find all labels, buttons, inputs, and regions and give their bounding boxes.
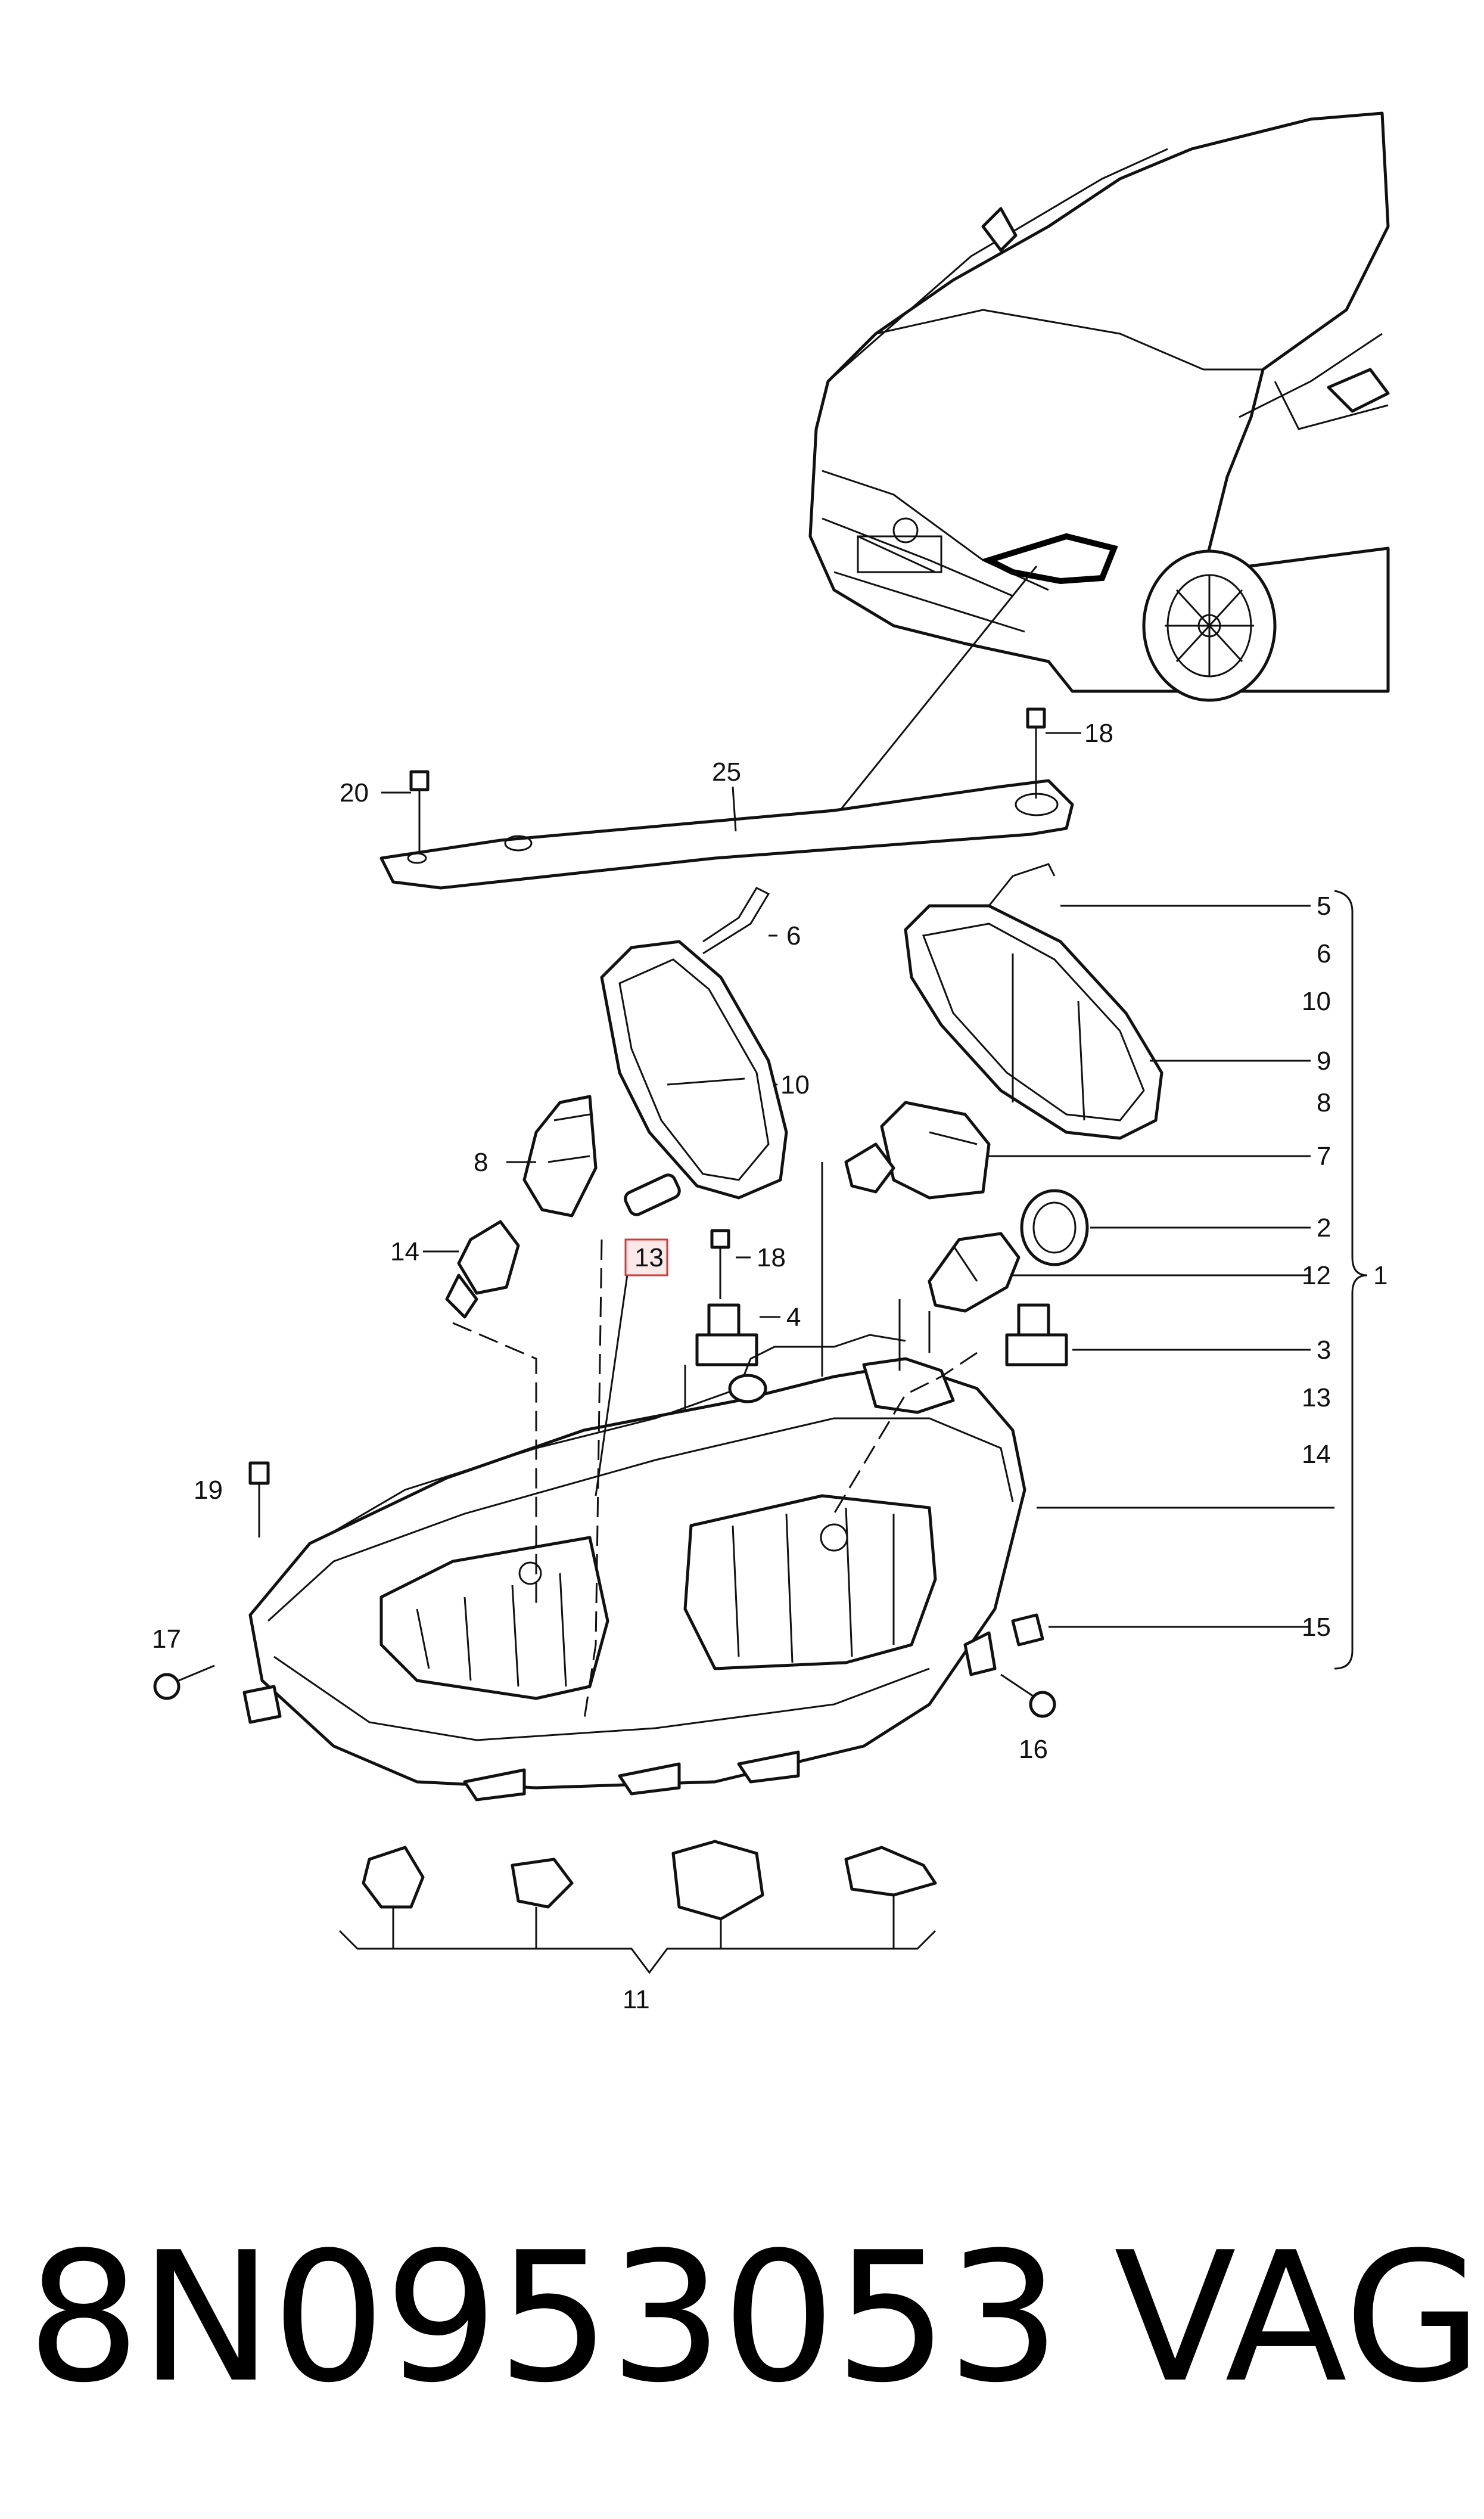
bulb-icon bbox=[445, 1220, 520, 1319]
repair-kit-bracket-icon bbox=[362, 1840, 937, 1921]
actuator-motor-icon bbox=[844, 1101, 991, 1200]
callout-10: 10 bbox=[780, 1070, 810, 1099]
bolt-icon bbox=[1026, 707, 1046, 799]
part-number: 8N0953053 bbox=[27, 2214, 1060, 2422]
callout-6: 6 bbox=[1317, 939, 1331, 968]
brand-label: VAG bbox=[1114, 2214, 1483, 2422]
round-cap-icon bbox=[1020, 1189, 1089, 1266]
callout-20: 20 bbox=[340, 778, 369, 807]
callout-9: 9 bbox=[1317, 1046, 1331, 1076]
bolt-icon bbox=[248, 1461, 270, 1538]
callout-5: 5 bbox=[1317, 892, 1331, 921]
callout-12: 12 bbox=[1302, 1261, 1331, 1290]
callout-17: 17 bbox=[152, 1625, 181, 1654]
cover-cap-low-beam bbox=[600, 887, 788, 1200]
callout-18: 18 bbox=[1084, 719, 1113, 748]
bulb-holder-icon bbox=[522, 1095, 598, 1217]
callout-6: 6 bbox=[786, 921, 801, 951]
callout-1: 1 bbox=[1373, 1261, 1387, 1290]
bolt-icon bbox=[710, 1229, 730, 1299]
callout-8: 8 bbox=[1317, 1088, 1331, 1117]
highlighted-part-13-box bbox=[624, 1238, 668, 1276]
screw-icon bbox=[153, 1664, 215, 1700]
bolt-icon bbox=[409, 770, 430, 852]
exploded-parts-diagram: 20 25 18 6 10 8 14 13 18 4 5 6 10 9 8 7 … bbox=[152, 111, 1390, 2014]
callout-14: 14 bbox=[1302, 1440, 1331, 1469]
callout-25: 25 bbox=[712, 757, 741, 787]
callout-4: 4 bbox=[786, 1303, 801, 1332]
adjuster-clip-icon bbox=[1005, 1303, 1068, 1366]
screw-icon bbox=[1000, 1673, 1056, 1718]
cover-cap-high-beam bbox=[904, 863, 1163, 1140]
callout-19: 19 bbox=[194, 1476, 223, 1505]
clip-icon bbox=[1011, 1613, 1044, 1647]
headlight-housing bbox=[242, 1334, 1026, 1801]
callout-14: 14 bbox=[390, 1237, 419, 1266]
callout-7: 7 bbox=[1317, 1142, 1331, 1171]
callout-15: 15 bbox=[1302, 1613, 1331, 1642]
h7-bulb-icon bbox=[928, 1232, 1021, 1313]
callout-16: 16 bbox=[1019, 1735, 1048, 1764]
callout-13: 13 bbox=[634, 1243, 664, 1272]
callout-2: 2 bbox=[1317, 1213, 1331, 1243]
adjuster-clip-icon bbox=[695, 1303, 758, 1366]
callout-13: 13 bbox=[1302, 1383, 1331, 1412]
callout-8: 8 bbox=[474, 1148, 488, 1177]
callout-3: 3 bbox=[1317, 1335, 1331, 1365]
callout-11: 11 bbox=[623, 1985, 650, 2014]
small-bulb-icon bbox=[624, 1173, 681, 1216]
callout-10: 10 bbox=[1302, 987, 1331, 1016]
mounting-bracket bbox=[379, 779, 1074, 890]
callout-18: 18 bbox=[757, 1243, 786, 1272]
car-front-illustration bbox=[808, 111, 1390, 702]
